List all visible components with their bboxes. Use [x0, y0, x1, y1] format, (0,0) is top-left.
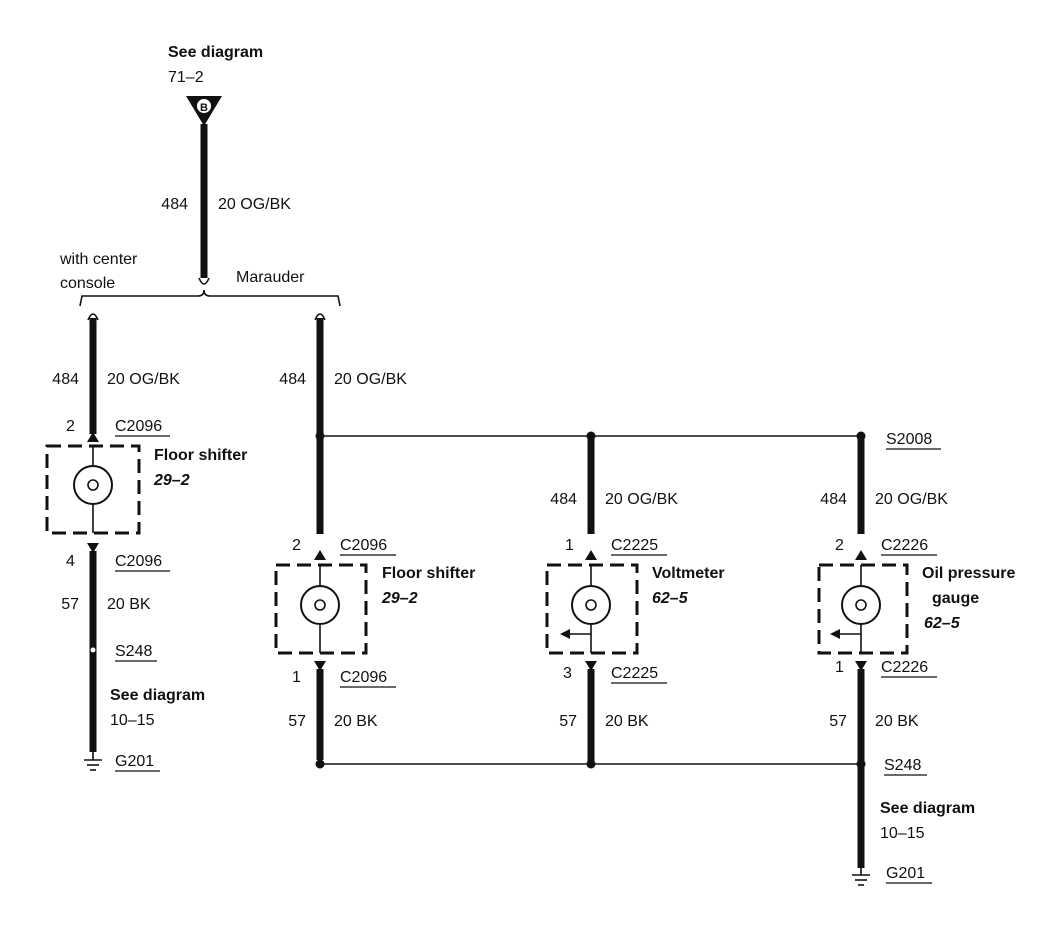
og-conn-bottom: C2226 — [881, 659, 928, 676]
left-see-2: 10–15 — [110, 712, 155, 729]
og-wire-bottom-circuit: 57 — [829, 713, 847, 730]
og-wire-top-circuit: 484 — [820, 491, 847, 508]
vm-conn-bottom: C2225 — [611, 665, 658, 682]
vm-ref: 62–5 — [652, 590, 689, 607]
left-wire-bottom-circuit: 57 — [61, 596, 79, 613]
og-name-1: Oil pressure — [922, 565, 1015, 582]
option-brace — [79, 289, 341, 307]
og-wire-bottom-spec: 20 BK — [875, 713, 919, 730]
mfs-conn-top: C2096 — [340, 537, 387, 554]
mfs-pin-top-arrow — [314, 550, 326, 560]
marauder-splice-bottom: S248 — [884, 757, 921, 774]
left-pin-top-arrow — [87, 432, 99, 442]
main-wire-circuit: 484 — [161, 196, 188, 213]
left-conn-top: C2096 — [115, 418, 162, 435]
vm-pin-top: 1 — [565, 537, 574, 554]
mfs-wire-bottom-circuit: 57 — [288, 713, 306, 730]
left-ground: G201 — [115, 753, 154, 770]
marauder-splice-top: S2008 — [886, 431, 932, 448]
og-pin-top: 2 — [835, 537, 844, 554]
marauder-ground: G201 — [886, 865, 925, 882]
marauder-wire-top-spec: 20 OG/BK — [334, 371, 407, 388]
left-ground-icon — [84, 752, 102, 771]
og-box — [817, 563, 909, 655]
top-ref-line1: See diagram — [168, 44, 263, 61]
og-pin-bottom-arrow — [855, 661, 867, 671]
vm-wire-top-circuit: 484 — [550, 491, 577, 508]
left-branch-fork — [87, 313, 99, 321]
left-see-1: See diagram — [110, 687, 205, 704]
branch-right-label: Marauder — [236, 269, 305, 286]
vm-wire-bottom-circuit: 57 — [559, 713, 577, 730]
connector-b-letter: B — [200, 102, 208, 114]
og-ref: 62–5 — [924, 615, 961, 632]
vm-pin-bottom-arrow — [585, 661, 597, 671]
bottom-node-1 — [315, 759, 325, 769]
main-wire-spec: 20 OG/BK — [218, 196, 291, 213]
mfs-wire-bottom-spec: 20 BK — [334, 713, 378, 730]
mfs-ref: 29–2 — [381, 590, 418, 607]
og-wire-top-spec: 20 OG/BK — [875, 491, 948, 508]
vm-box — [545, 563, 639, 655]
bus-node-1 — [315, 431, 325, 441]
vm-pin-bottom: 3 — [563, 665, 572, 682]
vm-conn-top: C2225 — [611, 537, 658, 554]
mfs-lamp-icon — [300, 585, 340, 625]
left-pin-top: 2 — [66, 418, 75, 435]
left-pin-bottom: 4 — [66, 553, 75, 570]
branch-left-label-1: with center — [59, 251, 138, 268]
mfs-conn-bottom: C2096 — [340, 669, 387, 686]
vm-name: Voltmeter — [652, 565, 725, 582]
left-pin-bottom-arrow — [87, 543, 99, 553]
left-splice-dot — [89, 646, 97, 654]
marauder-wire-top-circuit: 484 — [279, 371, 306, 388]
left-conn-bottom: C2096 — [115, 553, 162, 570]
left-wire-top-circuit: 484 — [52, 371, 79, 388]
mfs-pin-top: 2 — [292, 537, 301, 554]
og-name-2: gauge — [932, 590, 979, 607]
left-component-ref: 29–2 — [153, 472, 190, 489]
og-conn-top: C2226 — [881, 537, 928, 554]
og-pin-bottom: 1 — [835, 659, 844, 676]
mfs-name: Floor shifter — [382, 565, 475, 582]
bottom-node-2 — [586, 759, 596, 769]
marauder-ground-icon — [852, 866, 870, 886]
og-pin-top-arrow — [855, 550, 867, 560]
vm-wire-bottom-spec: 20 BK — [605, 713, 649, 730]
og-ground-arrow-icon — [830, 629, 861, 639]
left-wire-top-spec: 20 OG/BK — [107, 371, 180, 388]
marauder-see-1: See diagram — [880, 800, 975, 817]
left-wire-bottom-spec: 20 BK — [107, 596, 151, 613]
vm-lamp-icon — [571, 585, 611, 625]
top-ref-line2: 71–2 — [168, 69, 204, 86]
vm-wire-top-spec: 20 OG/BK — [605, 491, 678, 508]
vm-ground-arrow-icon — [560, 629, 591, 639]
vm-pin-top-arrow — [585, 550, 597, 560]
left-splice: S248 — [115, 643, 152, 660]
mfs-pin-bottom: 1 — [292, 669, 301, 686]
branch-left-label-2: console — [60, 275, 115, 292]
mfs-box — [274, 563, 368, 655]
bottom-node-3 — [856, 759, 866, 769]
marauder-fork — [314, 313, 326, 321]
og-lamp-icon — [841, 585, 881, 625]
left-floor-shifter-lamp-icon — [73, 465, 113, 505]
main-wire-fork — [198, 277, 210, 285]
marauder-see-2: 10–15 — [880, 825, 925, 842]
left-component-name: Floor shifter — [154, 447, 247, 464]
mfs-pin-bottom-arrow — [314, 661, 326, 671]
connector-b-triangle: B — [186, 96, 222, 126]
